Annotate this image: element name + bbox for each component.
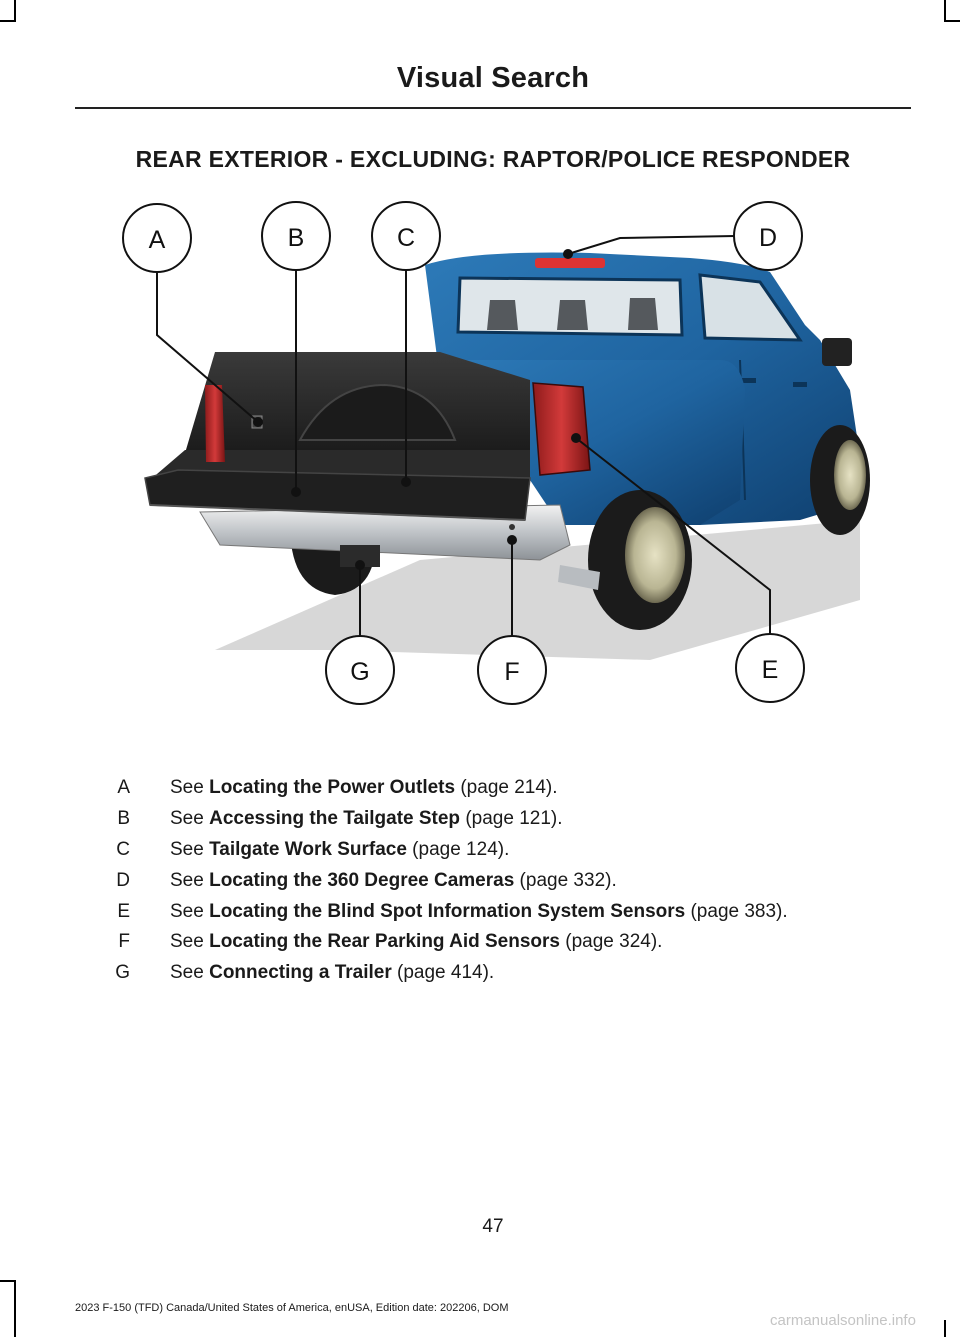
callout-a — [122, 203, 192, 273]
callout-g — [325, 635, 395, 705]
header-rule — [75, 107, 911, 109]
seat-right — [557, 300, 588, 330]
callout-b — [261, 201, 331, 271]
callout-e — [735, 633, 805, 703]
legend-letter: C — [116, 839, 130, 860]
seat-far — [628, 298, 658, 330]
legend-link[interactable]: Locating the Rear Parking Aid Sensors — [209, 931, 560, 952]
leader-e — [575, 437, 771, 634]
legend-text: See Tailgate Work Surface (page 124). — [170, 839, 510, 860]
callout-c — [371, 201, 441, 271]
callout-label-e: E — [762, 656, 779, 684]
crop-mark-bottom-left-v — [14, 1280, 16, 1337]
page-number: 47 — [482, 1216, 504, 1237]
legend-text: See Locating the Rear Parking Aid Sensor… — [170, 931, 663, 952]
legend-letter: G — [115, 962, 130, 983]
rear-wheel-rim — [625, 507, 685, 603]
tailgate-edge — [149, 504, 526, 521]
crop-mark-top-left-h — [0, 20, 16, 22]
legend-row-b: B See Accessing the Tailgate Step (page … — [0, 808, 960, 838]
legend-link[interactable]: Tailgate Work Surface — [209, 839, 407, 860]
callout-label-b: B — [288, 224, 305, 252]
seat-left — [487, 300, 518, 330]
front-wheel-rim — [834, 440, 866, 510]
legend-letter: A — [117, 777, 130, 798]
right-tail-lamp — [532, 382, 591, 476]
parking-sensor — [509, 524, 515, 530]
legend-text: See Locating the Blind Spot Information … — [170, 901, 788, 922]
callout-leaders — [156, 235, 771, 636]
page-header-title: Visual Search — [396, 62, 590, 94]
watermark: carmanualsonline.info — [770, 1312, 916, 1329]
leader-a — [156, 270, 259, 423]
brake-light — [535, 258, 605, 268]
legend-text: See Accessing the Tailgate Step (page 12… — [170, 808, 563, 829]
legend-row-d: D See Locating the 360 Degree Cameras (p… — [0, 870, 960, 900]
wheel-well — [298, 383, 457, 441]
callout-label-d: D — [759, 224, 777, 252]
hitch-receiver — [340, 545, 380, 567]
legend-letter: F — [118, 931, 130, 952]
footer-edition: 2023 F-150 (TFD) Canada/United States of… — [75, 1302, 509, 1314]
crop-mark-top-right-v — [944, 0, 946, 20]
crop-mark-bottom-left-h — [0, 1280, 16, 1282]
legend-letter: E — [117, 901, 130, 922]
ground-shadow — [215, 520, 860, 660]
truck-rear-svg: A B C D E F G — [122, 201, 870, 705]
callout-f — [477, 635, 547, 705]
callout-d — [733, 201, 803, 271]
legend-letter: D — [116, 870, 130, 891]
door-handle-1 — [742, 378, 756, 383]
legend-link[interactable]: Locating the 360 Degree Cameras — [209, 870, 515, 891]
callout-label-g: G — [350, 658, 369, 686]
truck-rear-illustration: A B C D E F G — [100, 195, 880, 715]
legend-letter: B — [117, 808, 130, 829]
side-window — [698, 273, 803, 342]
crop-mark-top-left-v — [14, 0, 16, 20]
crop-mark-bottom-right-v — [944, 1320, 946, 1337]
legend-link[interactable]: Accessing the Tailgate Step — [209, 808, 461, 829]
section-title: REAR EXTERIOR - EXCLUDING: RAPTOR/POLICE… — [135, 146, 851, 172]
legend-text: See Locating the 360 Degree Cameras (pag… — [170, 870, 617, 891]
callout-label-f: F — [504, 658, 519, 686]
legend-row-a: A See Locating the Power Outlets (page 2… — [0, 777, 960, 807]
left-tail-lamp — [205, 385, 225, 462]
legend-row-c: C See Tailgate Work Surface (page 124). — [0, 839, 960, 869]
legend-text: See Locating the Power Outlets (page 214… — [170, 777, 558, 798]
door-handle-2 — [793, 382, 807, 387]
legend-link[interactable]: Locating the Power Outlets — [209, 777, 456, 798]
mirror — [822, 338, 852, 366]
legend-text: See Connecting a Trailer (page 414). — [170, 962, 495, 983]
legend-row-e: E See Locating the Blind Spot Informatio… — [0, 901, 960, 931]
legend-row-f: F See Locating the Rear Parking Aid Sens… — [0, 931, 960, 961]
crop-mark-top-right-h — [944, 20, 960, 22]
legend-link[interactable]: Connecting a Trailer — [209, 962, 392, 983]
legend-row-g: G See Connecting a Trailer (page 414). — [0, 962, 960, 992]
callout-leader-dots — [253, 249, 581, 570]
callout-label-a: A — [149, 226, 166, 254]
callout-label-c: C — [397, 224, 415, 252]
bed-side — [440, 360, 745, 525]
leader-d — [567, 235, 736, 255]
legend-link[interactable]: Locating the Blind Spot Information Syst… — [209, 901, 686, 922]
exhaust-pipe — [558, 565, 600, 590]
